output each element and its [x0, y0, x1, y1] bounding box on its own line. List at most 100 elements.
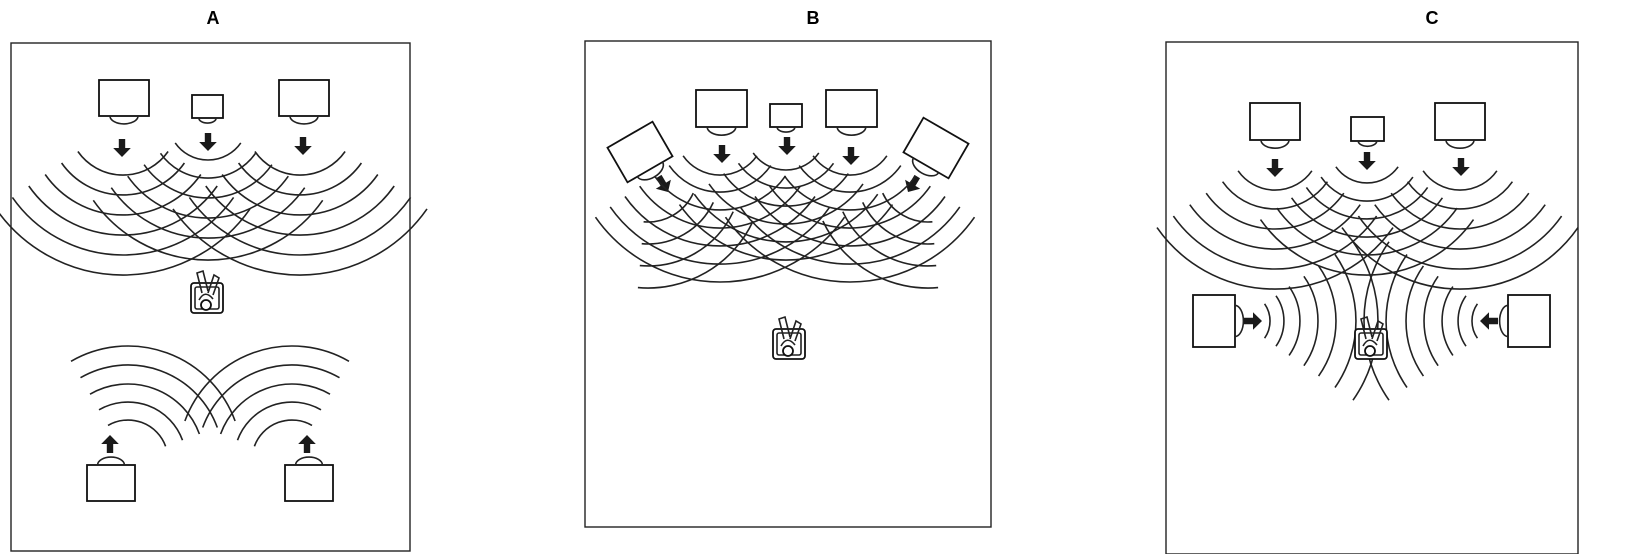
listener-leg	[1360, 315, 1373, 340]
sound-wave-arc	[637, 220, 754, 289]
speaker-dome	[706, 126, 737, 136]
sound-wave-arc	[1263, 303, 1271, 339]
speaker-icon	[1498, 294, 1551, 348]
arrow-icon	[778, 137, 796, 155]
listener-head	[782, 345, 794, 357]
sound-wave-arc	[1441, 286, 1454, 356]
sound-wave-arc	[1406, 181, 1514, 210]
sound-wave-arc	[107, 419, 167, 447]
sound-wave-arc	[219, 383, 331, 435]
arrow-icon	[1358, 152, 1376, 170]
listener-leg	[778, 315, 791, 340]
speaker-cabinet	[695, 89, 748, 128]
sound-wave-arc	[1288, 286, 1301, 356]
panel-b-diagram	[584, 40, 992, 528]
speaker-dome	[836, 126, 867, 136]
sound-wave-arc	[98, 401, 184, 441]
speaker-cabinet	[191, 94, 224, 119]
arrow-icon	[298, 435, 316, 453]
speaker-cabinet	[902, 116, 970, 180]
speaker-icon	[769, 103, 803, 133]
sound-wave-arc	[724, 216, 976, 283]
sound-wave-arc	[812, 155, 888, 176]
speaker-icon	[1192, 294, 1245, 348]
sound-wave-arc	[1422, 170, 1498, 191]
sound-wave-arc	[1335, 166, 1399, 184]
speaker-icon	[98, 79, 150, 125]
sound-wave-arc	[737, 162, 835, 189]
sound-wave-arc	[1374, 204, 1546, 250]
speaker-cabinet	[278, 79, 330, 117]
arrow-icon	[655, 174, 671, 192]
speaker-icon	[902, 116, 970, 180]
sound-wave-arc	[798, 165, 902, 193]
listener-chair-icon	[772, 315, 806, 360]
sound-wave-arc	[221, 174, 379, 216]
speaker-icon	[86, 456, 136, 502]
sound-wave-arc	[1156, 227, 1394, 290]
sound-wave-arc	[1363, 241, 1390, 401]
speaker-icon	[825, 89, 878, 136]
sound-wave-arc	[1221, 181, 1329, 210]
listener-chair-icon	[190, 269, 224, 314]
sound-wave-arc	[1357, 215, 1563, 270]
listener-arms	[1362, 339, 1378, 347]
listener-arms	[780, 339, 796, 347]
sound-wave-arc	[1390, 192, 1530, 230]
speaker-cabinet	[1507, 294, 1551, 348]
sound-wave-arc	[11, 196, 235, 256]
sound-wave-arc	[44, 174, 202, 216]
sound-wave-arc	[754, 196, 946, 247]
arrow-icon	[113, 139, 131, 157]
speaker-cabinet	[98, 79, 150, 117]
sound-wave-arc	[639, 185, 801, 229]
speaker-cabinet	[86, 464, 136, 502]
sound-wave-arc	[201, 364, 340, 428]
sound-wave-arc	[254, 151, 346, 176]
speaker-cabinet	[1434, 102, 1486, 141]
panel-a-label: A	[206, 8, 220, 28]
speaker-dome	[1357, 140, 1378, 148]
listener-arms	[198, 293, 214, 301]
sound-wave-arc	[668, 165, 772, 193]
sound-wave-arc	[60, 162, 186, 196]
listener-head	[200, 299, 212, 311]
sound-wave-arc	[739, 206, 961, 265]
sound-wave-arc	[1259, 219, 1475, 276]
panel-a-diagram	[0, 42, 428, 552]
sound-wave-arc	[80, 364, 219, 428]
speaker-cabinet	[825, 89, 878, 128]
speaker-icon	[284, 456, 334, 502]
sound-wave-arc	[236, 401, 322, 441]
speaker-icon	[1350, 116, 1385, 148]
sound-wave-arc	[861, 202, 935, 245]
sound-wave-arc	[783, 175, 917, 211]
sound-wave-arc	[641, 202, 715, 245]
sound-wave-arc	[1405, 265, 1425, 377]
sound-wave-arc	[184, 345, 350, 422]
speaker-dome	[294, 456, 324, 466]
arrow-icon	[905, 174, 921, 192]
speaker-cabinet	[1192, 294, 1236, 348]
sound-wave-arc	[205, 185, 395, 236]
speaker-dome	[1498, 304, 1509, 338]
speaker-icon	[1434, 102, 1486, 149]
sound-wave-arc	[174, 142, 242, 161]
sound-wave-arc	[769, 185, 931, 229]
arrow-icon	[101, 435, 119, 453]
sound-wave-arc	[1320, 176, 1414, 202]
speaker-icon	[695, 89, 748, 136]
speaker-dome	[1234, 304, 1245, 338]
speaker-dome	[289, 115, 319, 125]
speaker-cabinet	[1350, 116, 1385, 142]
speaker-dome	[776, 126, 796, 133]
speaker-cabinet	[284, 464, 334, 502]
sound-wave-arc	[1385, 254, 1408, 388]
sound-wave-arc	[1341, 227, 1579, 290]
sound-wave-arc	[28, 185, 218, 236]
sound-wave-arc	[881, 192, 933, 223]
arrow-icon	[1266, 159, 1284, 177]
arrow-icon	[1452, 158, 1470, 176]
sound-wave-arc	[172, 208, 428, 276]
